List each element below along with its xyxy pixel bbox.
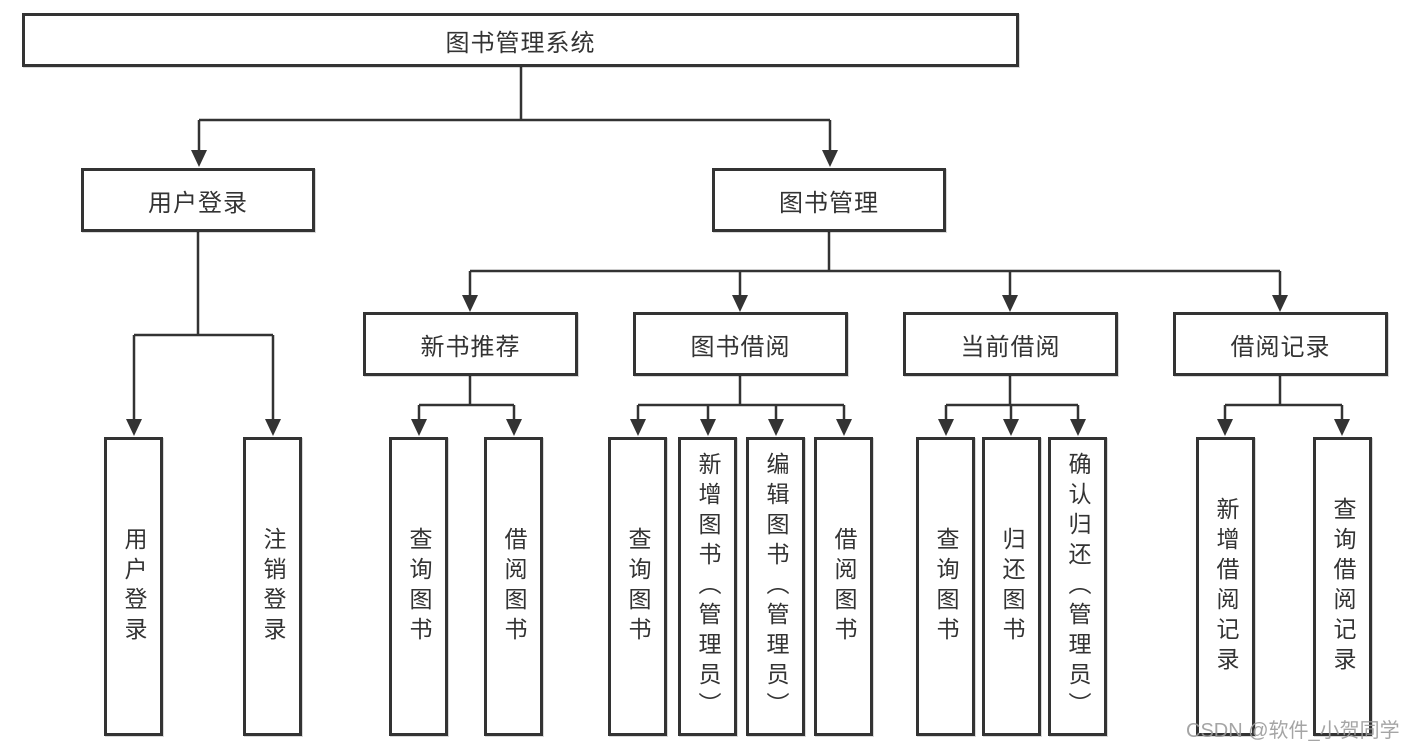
node-borrowing-records: 借阅记录 (1173, 312, 1388, 376)
leaf-logout-label: 注销登录 (260, 526, 286, 647)
leaf-add-books-admin: 新增图书（管理员） (678, 437, 737, 736)
node-new-book-recommend: 新书推荐 (363, 312, 578, 376)
leaf-borrow-books-borrowing: 借阅图书 (814, 437, 873, 736)
leaf-query-books-recommend-label: 查询图书 (406, 526, 432, 647)
leaf-borrow-books-recommend: 借阅图书 (484, 437, 543, 736)
node-current-borrowing: 当前借阅 (903, 312, 1118, 376)
leaf-logout: 注销登录 (243, 437, 302, 736)
leaf-query-books-current: 查询图书 (916, 437, 975, 736)
leaf-borrow-books-borrowing-label: 借阅图书 (831, 526, 857, 647)
leaf-return-books-label: 归还图书 (999, 526, 1025, 647)
leaf-return-books: 归还图书 (982, 437, 1041, 736)
leaf-query-books-recommend: 查询图书 (389, 437, 448, 736)
leaf-borrow-books-recommend-label: 借阅图书 (501, 526, 527, 647)
leaf-add-books-admin-label: 新增图书（管理员） (695, 451, 721, 722)
leaf-add-borrow-record-label: 新增借阅记录 (1213, 496, 1239, 677)
leaf-query-books-borrowing-label: 查询图书 (625, 526, 651, 647)
leaf-query-books-current-label: 查询图书 (933, 526, 959, 647)
node-user-login: 用户登录 (81, 168, 315, 232)
leaf-user-login: 用户登录 (104, 437, 163, 736)
leaf-confirm-return-admin: 确认归还（管理员） (1048, 437, 1107, 736)
leaf-edit-books-admin: 编辑图书（管理员） (746, 437, 805, 736)
leaf-query-borrow-record-label: 查询借阅记录 (1330, 496, 1356, 677)
node-library-system: 图书管理系统 (22, 13, 1019, 67)
node-book-management: 图书管理 (712, 168, 946, 232)
tree-edges (132, 67, 1344, 421)
leaf-user-login-label: 用户登录 (121, 526, 147, 647)
leaf-confirm-return-admin-label: 确认归还（管理员） (1065, 451, 1091, 722)
leaf-query-borrow-record: 查询借阅记录 (1313, 437, 1372, 736)
node-book-borrowing: 图书借阅 (633, 312, 848, 376)
csdn-watermark: CSDN @软件_小贺同学 (1186, 720, 1400, 742)
leaf-query-books-borrowing: 查询图书 (608, 437, 667, 736)
leaf-add-borrow-record: 新增借阅记录 (1196, 437, 1255, 736)
leaf-edit-books-admin-label: 编辑图书（管理员） (763, 451, 789, 722)
